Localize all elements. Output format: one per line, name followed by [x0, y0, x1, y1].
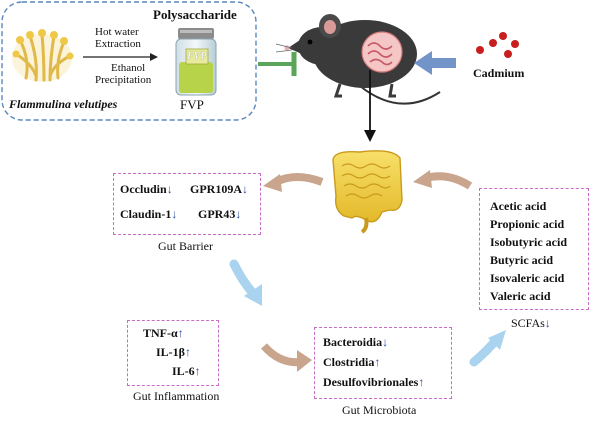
scfa-item: Isobutyric acid: [490, 235, 568, 249]
up-arrow-icon: ↑: [194, 364, 201, 378]
inflammation-to-microbiota-arrow: [261, 343, 312, 372]
gut-inflammation-box: [127, 320, 219, 386]
microbiota-taxon: Clostridia↑: [323, 355, 381, 369]
microbiota-to-scfa-arrow: [469, 330, 506, 367]
product-label: Polysaccharide: [153, 7, 237, 22]
cadmium-arrow: [414, 51, 456, 75]
process-arrow: [83, 53, 158, 61]
barrier-marker: GPR43↓: [198, 207, 242, 221]
scfa-to-gut-arrow: [413, 170, 473, 190]
up-arrow-icon: ↑: [418, 375, 425, 389]
cadmium-particles-icon: [476, 32, 519, 58]
down-arrow-icon: ↓: [544, 316, 551, 330]
down-arrow-icon: ↓: [382, 335, 389, 349]
barrier-marker: Claudin-1↓: [120, 207, 178, 221]
process-step-2-label: Ethanol Precipitation: [95, 62, 152, 86]
gut-to-barrier-arrow: [263, 173, 324, 192]
mouse-to-gut-arrow: [364, 70, 376, 142]
gut-microbiota-title: Gut Microbiota: [342, 403, 417, 417]
species-label: Flammulina velutipes: [9, 97, 118, 111]
barrier-marker: Occludin↓: [120, 182, 173, 196]
gut-barrier-box: [113, 173, 261, 235]
barrier-marker: GPR109A↓: [190, 182, 248, 196]
mushroom-icon: [12, 29, 74, 82]
process-step-1-label: Hot water Extraction: [95, 26, 141, 50]
scfa-item: Butyric acid: [490, 253, 553, 267]
scfa-title: SCFAs↓: [511, 316, 551, 330]
scfa-item: Valeric acid: [490, 289, 551, 303]
up-arrow-icon: ↑: [374, 355, 381, 369]
extraction-panel: [1, 1, 257, 121]
fvp-label: FVP: [180, 97, 204, 112]
inflammation-marker: TNF-α↑: [143, 326, 184, 340]
up-arrow-icon: ↑: [177, 326, 184, 340]
inflammation-marker: IL-1β↑: [156, 345, 191, 359]
down-arrow-icon: ↓: [235, 207, 242, 221]
scfa-item: Acetic acid: [490, 199, 547, 213]
mouse-icon: [275, 14, 441, 105]
scfa-box: [479, 188, 589, 310]
inflammation-marker: IL-6↑: [172, 364, 201, 378]
intestine-icon: [332, 150, 403, 234]
up-arrow-icon: ↑: [185, 345, 191, 359]
scfa-item: Isovaleric acid: [490, 271, 565, 285]
gut-inflammation-title: Gut Inflammation: [133, 389, 220, 403]
fvp-jar-icon: [175, 28, 217, 96]
scfa-item: Propionic acid: [490, 217, 565, 231]
inhibition-icon: [258, 52, 297, 76]
down-arrow-icon: ↓: [171, 207, 178, 221]
cadmium-label: Cadmium: [473, 66, 525, 80]
microbiota-taxon: Desulfovibrionales↑: [323, 375, 425, 389]
microbiota-taxon: Bacteroidia↓: [323, 335, 389, 349]
down-arrow-icon: ↓: [166, 182, 173, 196]
gut-barrier-title: Gut Barrier: [158, 239, 213, 253]
jar-label: FVP: [187, 51, 207, 62]
down-arrow-icon: ↓: [242, 182, 248, 196]
gut-microbiota-box: [314, 327, 452, 399]
barrier-to-inflammation-arrow: [229, 259, 262, 306]
